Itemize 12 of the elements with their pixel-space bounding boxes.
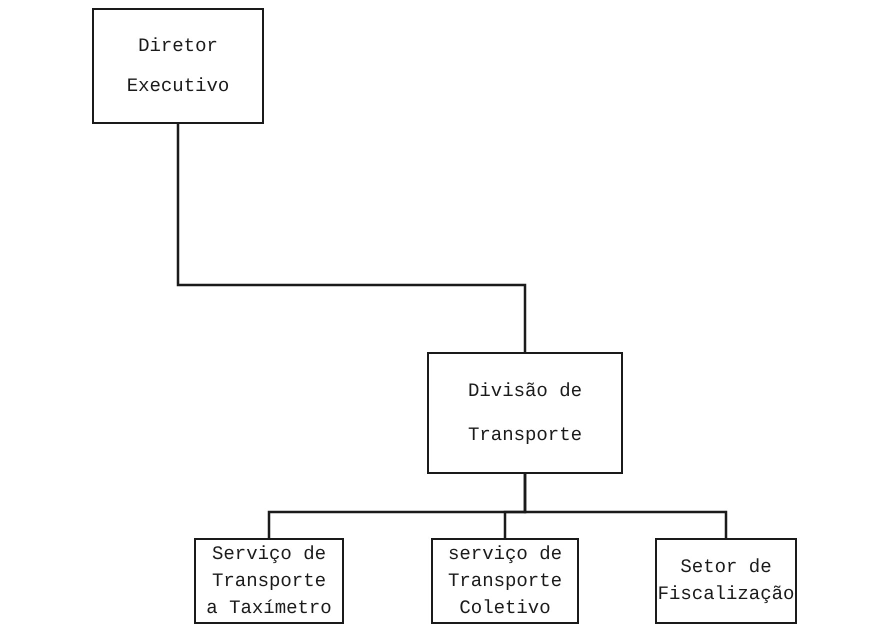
unit-name: Diretor Executivo [126, 34, 230, 99]
unit-name: Serviço de Transporte a Taxímetro [205, 542, 333, 620]
org-box [427, 352, 623, 474]
org-box [431, 538, 579, 624]
connector-line [524, 474, 728, 538]
unit-name: serviço de Transporte Coletivo [446, 542, 564, 620]
connector-line [176, 124, 526, 352]
org-box [655, 538, 797, 624]
unit-name: Setor de Fiscalização [658, 555, 794, 607]
org-box [194, 538, 344, 624]
org-box [92, 8, 264, 124]
unit-name: Divisão de Transporte [466, 379, 584, 448]
